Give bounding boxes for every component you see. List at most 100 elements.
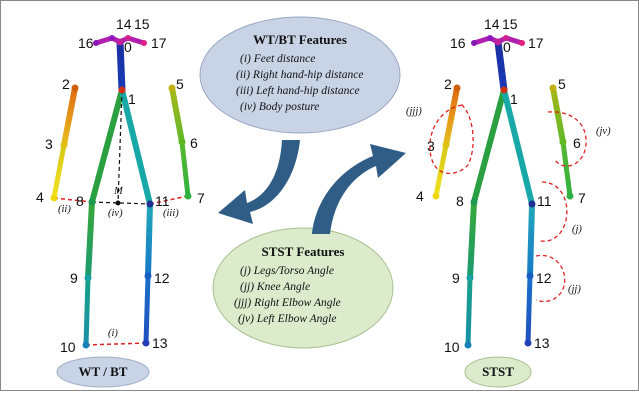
joint-dot bbox=[93, 40, 99, 46]
right-shin-r bbox=[465, 275, 473, 348]
right-shin-l bbox=[525, 273, 533, 346]
right-thigh-l bbox=[527, 201, 535, 279]
feature-label-iii: (iii) bbox=[163, 208, 179, 219]
joint-label: 1 bbox=[128, 91, 136, 107]
right-hand-hip-line bbox=[53, 197, 93, 203]
joint-label: 10 bbox=[60, 339, 76, 355]
joint-dot bbox=[471, 40, 477, 46]
joint-dot bbox=[442, 141, 450, 149]
left-neck-segment bbox=[116, 38, 126, 94]
joint-dot bbox=[168, 84, 176, 92]
joint-dot bbox=[524, 339, 532, 347]
wtbt-features-box: WT/BT Features (i) Feet distance (ii) Ri… bbox=[199, 16, 401, 134]
stst-features-title: STST Features bbox=[262, 244, 345, 259]
right-upper-arm-l bbox=[550, 85, 566, 145]
stst-feature-item: (jjj) Right Elbow Angle bbox=[234, 297, 341, 309]
joint-label: 8 bbox=[456, 193, 464, 209]
posture-line bbox=[117, 89, 123, 204]
joint-label: 9 bbox=[70, 270, 78, 286]
right-torso-l bbox=[501, 87, 535, 207]
joint-dot bbox=[559, 138, 567, 146]
hip-line bbox=[91, 201, 151, 205]
joint-dot bbox=[526, 272, 534, 280]
stst-features-bubble bbox=[212, 227, 394, 349]
joint-dot bbox=[432, 192, 440, 200]
joint-label: 0 bbox=[503, 39, 511, 55]
joint-label: 4 bbox=[416, 188, 424, 204]
left-upper-arm-r bbox=[61, 85, 78, 148]
arrow-to-right-icon bbox=[312, 144, 406, 234]
joint-dot bbox=[528, 200, 536, 208]
stst-feature-item: (jv) Left Elbow Angle bbox=[238, 313, 336, 325]
left-thigh-r bbox=[85, 199, 95, 281]
joint-dot bbox=[466, 274, 474, 282]
joint-label: 17 bbox=[151, 35, 167, 51]
joint-label: 11 bbox=[537, 193, 552, 209]
joint-dot bbox=[142, 339, 150, 347]
joint-dot bbox=[125, 35, 131, 41]
stst-badge bbox=[464, 356, 532, 388]
joint-label: 5 bbox=[176, 76, 184, 92]
feature-label-iv: (iv) bbox=[108, 208, 123, 219]
wtbt-feature-item: (iv) Body posture bbox=[240, 101, 319, 113]
left-upper-arm-l bbox=[169, 85, 185, 145]
joint-dot bbox=[566, 192, 574, 200]
right-forearm-l bbox=[560, 139, 573, 199]
joint-label: 6 bbox=[573, 135, 581, 151]
right-skeleton: 14 15 16 17 0 1 2 5 3 6 4 7 8 11 9 12 10… bbox=[406, 16, 611, 388]
joint-label: 16 bbox=[450, 35, 466, 51]
joint-dot bbox=[84, 274, 92, 282]
right-thigh-r bbox=[467, 199, 477, 281]
wtbt-badge bbox=[56, 356, 150, 388]
stst-feature-item: (j) Legs/Torso Angle bbox=[240, 265, 334, 277]
joint-dot bbox=[453, 84, 461, 92]
joint-dot bbox=[144, 272, 152, 280]
joint-label: 3 bbox=[45, 136, 53, 152]
right-upper-arm-r bbox=[443, 85, 460, 148]
joint-label: 2 bbox=[62, 76, 70, 92]
left-elbow-arc bbox=[547, 111, 587, 167]
joint-dot bbox=[549, 84, 557, 92]
midpoint-label: M bbox=[113, 186, 124, 197]
left-skeleton: 14 15 16 17 0 1 2 5 3 6 4 7 8 11 9 12 10… bbox=[36, 16, 205, 388]
joint-dot bbox=[178, 138, 186, 146]
right-torso-r bbox=[471, 87, 507, 205]
joint-dot bbox=[109, 35, 115, 41]
joint-label: 7 bbox=[197, 190, 205, 206]
joint-label: 14 bbox=[116, 16, 132, 32]
joint-dot bbox=[519, 40, 525, 46]
feature-label-jv: (jv) bbox=[596, 126, 611, 137]
joint-dot bbox=[118, 86, 126, 94]
left-torso-l bbox=[119, 87, 153, 207]
joint-label: 10 bbox=[444, 339, 460, 355]
joint-label: 15 bbox=[502, 16, 518, 32]
joint-dot bbox=[464, 341, 472, 349]
joint-label: 0 bbox=[124, 39, 132, 55]
left-thigh-l bbox=[145, 201, 153, 279]
wtbt-badge-label: WT / BT bbox=[79, 364, 128, 379]
left-torso-r bbox=[89, 87, 125, 205]
joint-dot bbox=[60, 141, 68, 149]
midpoint-dot bbox=[115, 200, 121, 206]
feature-label-j: (j) bbox=[572, 224, 582, 235]
joint-dot bbox=[88, 198, 96, 206]
joint-label: 11 bbox=[155, 193, 170, 209]
right-forearm-r bbox=[433, 142, 449, 199]
wtbt-features-bubble bbox=[199, 16, 401, 134]
joint-label: 13 bbox=[152, 335, 168, 351]
wtbt-feature-item: (i) Feet distance bbox=[240, 53, 315, 65]
joint-label: 17 bbox=[528, 35, 544, 51]
left-forearm-l bbox=[179, 139, 191, 199]
joint-label: 13 bbox=[534, 335, 550, 351]
left-shin-l bbox=[143, 273, 151, 346]
joint-dot bbox=[116, 38, 124, 46]
joint-dot bbox=[184, 192, 192, 200]
feature-label-ii: (ii) bbox=[58, 204, 71, 215]
joint-label: 12 bbox=[154, 270, 170, 286]
joint-label: 12 bbox=[536, 270, 552, 286]
stst-badge-label: STST bbox=[482, 364, 514, 379]
joint-dot bbox=[82, 341, 90, 349]
wtbt-feature-item: (iii) Left hand-hip distance bbox=[236, 85, 360, 97]
stst-features-box: STST Features (j) Legs/Torso Angle (jj) … bbox=[212, 227, 394, 349]
